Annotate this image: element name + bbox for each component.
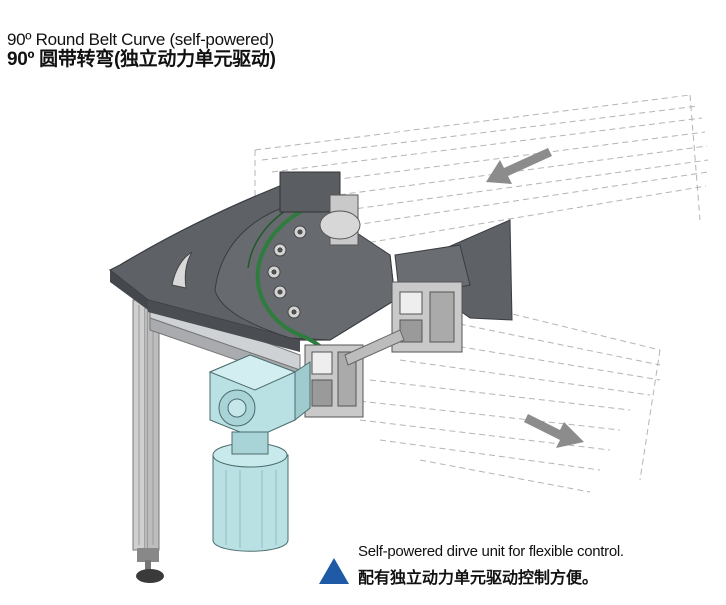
- support-leg-left: [132, 299, 164, 583]
- title-chinese: 90º 圆带转弯(独立动力单元驱动): [7, 49, 276, 71]
- end-block-rear: [279, 171, 361, 246]
- title-english: 90º Round Belt Curve (self-powered): [7, 30, 274, 49]
- pulley-bolts: [267, 225, 307, 319]
- gear-motor: [208, 354, 311, 552]
- note-chinese: 配有独立动力单元驱动控制方便。: [358, 570, 599, 587]
- end-block-right: [391, 281, 463, 353]
- triangle-bullet-icon: [319, 558, 349, 584]
- note-english: Self-powered dirve unit for flexible con…: [358, 543, 624, 560]
- flow-arrow-icon: [486, 148, 552, 184]
- flow-arrow-icon: [524, 414, 584, 448]
- diagram-title: 90º Round Belt Curve (self-powered) 90º …: [7, 30, 276, 70]
- drive-shaft: [344, 329, 405, 366]
